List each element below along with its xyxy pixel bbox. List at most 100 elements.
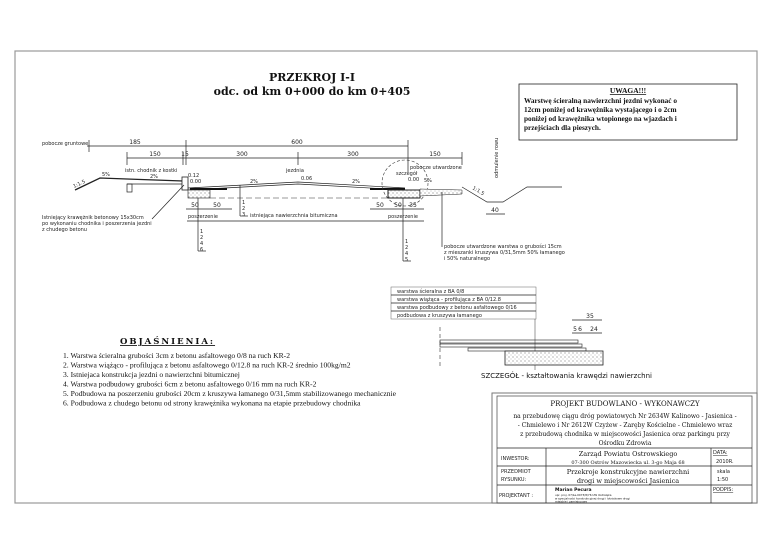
project-desc: - Chmielewo i Nr 2612W Czyżew - Zaręby K…	[518, 422, 733, 429]
level-0-00: 0.00	[190, 179, 201, 185]
legend-heading: OBJAŚNIENIA:	[120, 335, 215, 347]
detail-layer: warstwa ścieralna z BA 0/8	[397, 288, 464, 295]
widening-right	[387, 189, 421, 199]
dim-40: 40	[491, 207, 499, 214]
curb-note: Istniejący krawężnik betonowy 15x30cm	[42, 215, 144, 221]
designer-license: miejskie i zamiejscowe	[555, 500, 587, 504]
detail-dim: 24	[590, 326, 598, 333]
investor-name: Zarząd Powiatu Ostrowskiego	[579, 450, 678, 458]
sign-label: PODPIS:	[713, 487, 733, 493]
svg-text:3: 3	[242, 212, 245, 218]
designer-name: Marian Pecura	[555, 487, 592, 493]
slope-5pct: 5%	[102, 172, 110, 178]
shoulder-note: z mieszanki kruszywa 0/31,5mm 50% łamane…	[444, 250, 565, 256]
layer-stack-mid: 1 2 3	[239, 185, 248, 218]
project-desc: Ośrodku Zdrowia	[599, 440, 652, 447]
detail-caption: SZCZEGÓŁ - kształtowania krawędzi nawier…	[481, 371, 652, 380]
designer-license: upr. proj. 07/Ła-0073/8/76 UW Ostrołęka	[555, 493, 612, 497]
dim-50: 50	[394, 202, 402, 209]
shoulder-note: i 50% naturalnego	[444, 256, 490, 262]
curb-note: po wykonaniu chodnika i poszerzenia jezd…	[42, 221, 152, 227]
legend-item: 4. Warstwa podbudowy grubości 6cm z beto…	[63, 380, 317, 389]
detail-layer: podbudowa z kruszywa łamanego	[397, 313, 482, 319]
scale-value: 1:50	[717, 477, 728, 483]
subject-text: drogi w miejscowości Jasienica	[577, 477, 679, 485]
project-desc: na przebudowę ciągu dróg powiatowych Nr …	[513, 413, 736, 420]
detail-dim: 5	[573, 326, 577, 333]
detail-layer: warstwa wiążąca - profilująca z BA 0/12.…	[397, 297, 501, 303]
dim-50: 50	[213, 202, 221, 209]
dim-150: 150	[149, 151, 161, 158]
svg-text:1: 1	[242, 200, 245, 206]
level-0-00: 0.00	[408, 177, 419, 183]
legend: OBJAŚNIENIA: 1. Warstwa ścieralna gruboś…	[63, 335, 397, 408]
title-block: PROJEKT BUDOWLANO - WYKONAWCZY na przebu…	[491, 392, 758, 504]
subject-text: Przekroje konstrukcyjne nawierzchni	[567, 468, 689, 476]
slope-left: 1:1.5	[72, 179, 86, 190]
layer-stack-right: 1 2 4 5	[402, 198, 411, 263]
label-existing: istniejąca nawierzchnia bitumiczna	[250, 213, 338, 219]
svg-text:4: 4	[200, 241, 203, 247]
svg-text:6: 6	[200, 247, 203, 253]
note-line: Warstwę ścieralną nawierzchni jezdni wyk…	[524, 96, 677, 105]
section-subtitle: odc. od km 0+000 do km 0+405	[214, 85, 411, 98]
sheet-frame	[14, 50, 758, 504]
note-box: UWAGA!!! Warstwę ścieralną nawierzchni j…	[518, 83, 738, 141]
sidewalk-surface	[74, 177, 184, 191]
level-0-12: 0.12	[188, 173, 199, 179]
dim-35: 35	[409, 202, 417, 209]
scale-label: skala	[717, 469, 730, 475]
investor-address: 07-300 Ostrów Mazowiecka ul. 3-go Maja 6…	[571, 459, 684, 466]
label-shoulder-ground: pobocze gruntowe	[42, 141, 88, 147]
legend-item: 3. Istniejaca konstrukcja jezdni o nawie…	[63, 370, 240, 379]
dim-600: 600	[291, 139, 303, 146]
section-title: PRZEKROJ I-I	[269, 71, 355, 84]
note-heading: UWAGA!!!	[610, 86, 646, 95]
shoulder-note: pobocze utwardzone warstwa o grubości 15…	[444, 243, 562, 250]
project-desc: z przebudową chodnika w miejscowości Jas…	[520, 431, 730, 438]
dim-185: 185	[129, 139, 141, 146]
road-surface	[187, 181, 406, 189]
label-detail: szczegół	[396, 170, 418, 177]
label-sidewalk: istn. chodnik z kostki	[125, 168, 177, 174]
ditch	[461, 186, 562, 203]
dim-50: 50	[191, 202, 199, 209]
designer-label: PROJEKTANT :	[499, 493, 533, 499]
subject-label: RYSUNKU:	[501, 477, 527, 483]
widening-left	[187, 189, 211, 199]
label-ditch: odmulenie rowu	[494, 138, 500, 178]
svg-text:2: 2	[405, 245, 408, 251]
edge-detail: warstwa ścieralna z BA 0/8 warstwa wiążą…	[390, 286, 652, 380]
date-label: DATA:	[713, 450, 728, 456]
detail-circle	[381, 159, 429, 207]
detail-dim-total: 35	[586, 313, 594, 320]
label-roadway: jezdnia	[285, 168, 304, 174]
svg-text:1: 1	[405, 239, 408, 245]
note-line: poniżej od krawężnika wtopionego na wjaz…	[524, 114, 677, 123]
legend-item: 5. Podbudowa na poszerzeniu grubości 20c…	[63, 389, 397, 398]
dim-50: 50	[376, 202, 384, 209]
label-shoulder-hard: pobocze utwardzone	[410, 165, 462, 171]
svg-text:4: 4	[405, 251, 408, 257]
layer-stack-left: 1 2 4 6	[197, 198, 206, 253]
dim-15: 15	[181, 151, 189, 158]
svg-text:2: 2	[200, 235, 203, 241]
designer-license: w specjalności konstrukcyjnej drogi i lo…	[555, 497, 630, 501]
slope-2pct: 2%	[250, 179, 258, 185]
svg-text:1: 1	[200, 229, 203, 235]
note-line: przejściach dla pieszych.	[524, 123, 601, 132]
slope-2pct: 2%	[352, 179, 360, 185]
project-heading: PROJEKT BUDOWLANO - WYKONAWCZY	[550, 400, 700, 408]
detail-layer: warstwa podbudowy z betonu asfaltowego 0…	[397, 305, 517, 311]
level-0-06: 0.06	[301, 176, 312, 182]
dim-150: 150	[429, 151, 441, 158]
dim-300: 300	[347, 151, 359, 158]
curb-note: z chudego betonu	[42, 227, 87, 233]
note-line: 12cm poniżej od krawężnika wystającego i…	[524, 105, 677, 114]
date-value: 2010R.	[716, 459, 734, 465]
cross-section: pobocze gruntowe 185 600 150 15 300 300 …	[42, 138, 565, 263]
legend-item: 2. Warstwa wiążąco - profilująca z beton…	[63, 361, 351, 370]
legend-item: 1. Warstwa ścieralna grubości 3cm z beto…	[63, 351, 290, 360]
svg-text:2: 2	[242, 206, 245, 212]
